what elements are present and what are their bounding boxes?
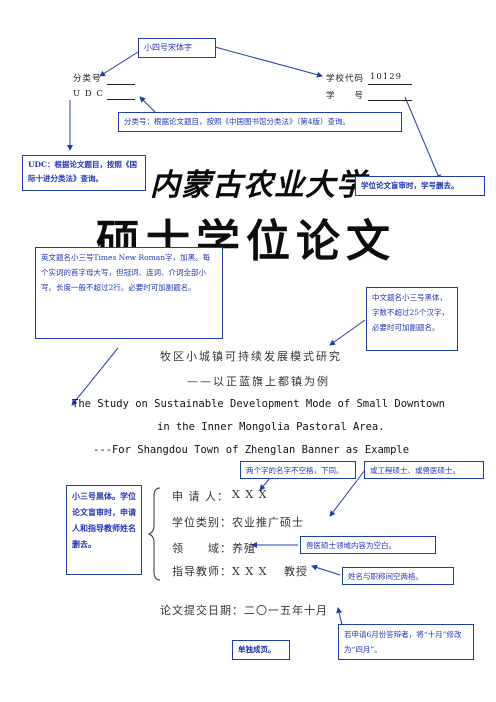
degree-category-label: 学位类别： <box>172 516 232 529</box>
student-number-note: 学位论文盲审时，学号删去。 <box>355 176 485 196</box>
english-title-note: 英文题名小三号Times New Roman字，加黑。每个实词的首字母大写，但冠… <box>35 247 223 339</box>
school-code-label: 学校代码 <box>326 74 365 84</box>
thesis-subtitle-cn: ——以正蓝旗上都镇为例 <box>187 375 330 388</box>
thesis-title-cn: 牧区小城镇可持续发展模式研究 <box>160 350 342 363</box>
school-code-line <box>368 84 412 85</box>
advisor-value: X X X 教授 <box>232 565 308 578</box>
arrow-cn-title <box>329 319 366 346</box>
applicant-value: X X X <box>232 488 268 501</box>
arrow-class-note <box>139 96 156 113</box>
applicant-font-note: 小三号黑体。学位论文盲审时，申请人和指导教师姓名删去。 <box>66 485 142 575</box>
class-number-line <box>107 84 135 85</box>
thesis-title-en-line1: The Study on Sustainable Development Mod… <box>72 398 445 410</box>
udc-line <box>107 99 135 100</box>
submit-date: 论文提交日期：二〇一五年十月 <box>160 604 328 617</box>
separate-page-note: 单独成页。 <box>232 640 290 660</box>
arrow-advisor <box>311 564 341 576</box>
field-value: 养殖 <box>232 542 256 555</box>
june-defense-note: 若申请6月份答辩者，将“十月”修改为“四月”。 <box>338 624 474 660</box>
school-code-value: 10129 <box>370 72 403 82</box>
arrow-font-to-school <box>214 46 323 78</box>
name-spacing-note: 两个字的名字不空格，下同。 <box>240 461 356 479</box>
thesis-title-en-line2: in the Inner Mongolia Pastoral Area. <box>157 421 385 433</box>
arrow-degree-type <box>329 469 366 517</box>
arrow-june <box>336 607 343 626</box>
field-label: 领 域： <box>172 542 232 555</box>
degree-type-note: 或工程硕士、或兽医硕士。 <box>364 461 484 479</box>
arrow-name-space <box>259 477 271 491</box>
udc-label: U D C <box>73 89 104 99</box>
class-number-label: 分类号 <box>73 74 102 84</box>
applicant-brace <box>147 487 161 581</box>
degree-category-value: 农业推广硕士 <box>232 516 304 529</box>
arrow-en-title <box>71 347 119 406</box>
class-number-note: 分类号：根据论文题目，按照《中国图书馆分类法》（第4版）查询。 <box>118 112 402 132</box>
udc-note: UDC：根据论文题目，按照《国际十进分类法》查询。 <box>22 155 146 191</box>
thesis-title-en-line3: ---For Shangdou Town of Zhenglan Banner … <box>93 444 410 456</box>
student-number-label: 学 号 <box>326 91 365 101</box>
student-number-line <box>368 100 412 101</box>
chinese-title-note: 中文题名小三号黑体，字数不超过25个汉字，必要时可加副题名。 <box>366 287 458 351</box>
applicant-label: 申 请 人： <box>172 490 229 503</box>
arrow-font-to-class <box>99 51 139 77</box>
field-note: 兽医硕士领域内容为空白。 <box>300 536 436 554</box>
font-size-note: 小四号宋体字 <box>138 38 216 58</box>
university-name-logo: 内蒙古农业大学 <box>150 168 367 203</box>
arrow-student-no <box>404 96 441 181</box>
advisor-note: 姓名与职称间空两格。 <box>342 567 454 585</box>
advisor-label: 指导教师： <box>172 565 232 578</box>
